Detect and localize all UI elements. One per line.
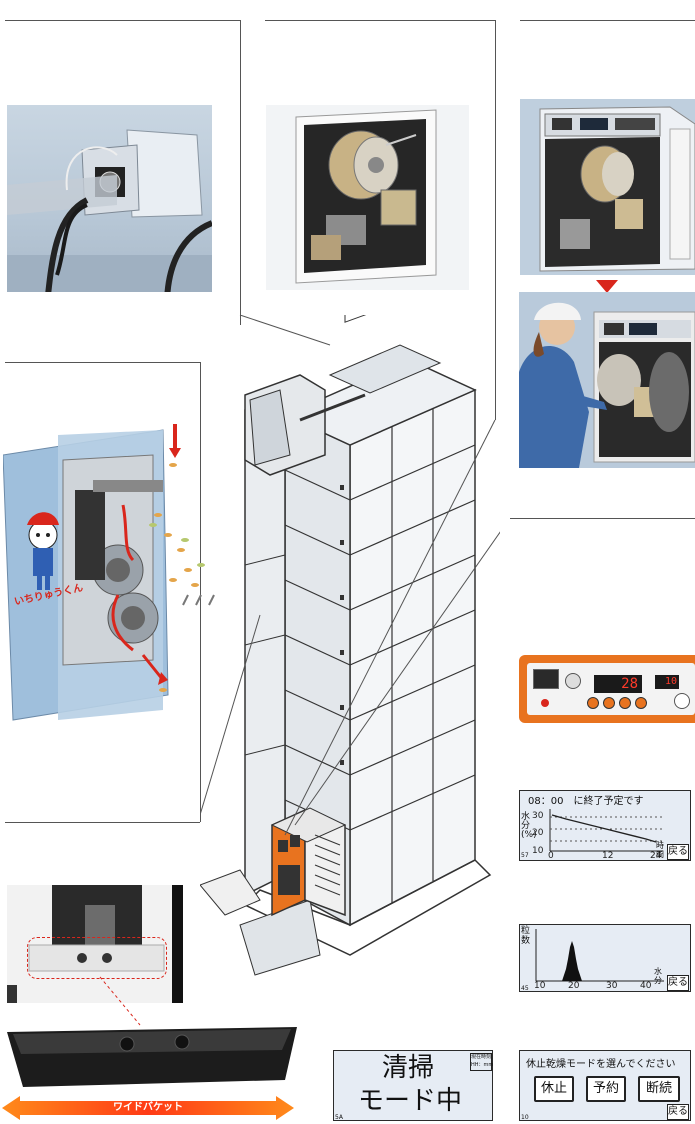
callout-line-top-mid-vert (495, 20, 496, 420)
finish-xtick: 24 (650, 851, 662, 861)
lcd-pause-mode: 休止乾燥モードを選んでください 休止 予約 断続 戻る 10 (519, 1050, 691, 1121)
photo-burner-unit (266, 105, 469, 290)
finish-xtick: 0 (548, 851, 554, 861)
photo-sensor-unit (7, 105, 212, 292)
photo-operator-service (519, 292, 695, 468)
photo-moisture-sensor (7, 885, 183, 1003)
hist-ylabel: 粒数 (521, 926, 531, 946)
panel-digit-display: 28 (594, 675, 642, 693)
hist-back-button[interactable]: 戻る (667, 975, 689, 991)
panel-button-1[interactable] (587, 697, 599, 709)
cleaning-line1: 清掃 (382, 1053, 435, 1083)
elevator-cutaway-illustration: いちりゅうくん (3, 424, 215, 721)
finish-back-button[interactable]: 戻る (667, 844, 689, 860)
clock-label: 現在時刻 (471, 1054, 492, 1060)
operator-illustration (519, 302, 695, 468)
hist-xtick: 10 (534, 981, 546, 991)
callout-line-top-left (5, 20, 240, 21)
dashed-pointer (99, 976, 141, 1026)
wide-bucket-illustration (7, 1027, 297, 1087)
callout-line-left-mid (5, 362, 200, 363)
hist-xtick: 20 (568, 981, 580, 991)
finish-xunit: 時間 (656, 841, 664, 859)
pause-corner-code: 10 (521, 1114, 529, 1121)
wide-bucket-banner: ワイドバケット (2, 1096, 294, 1120)
pause-back-button[interactable]: 戻る (667, 1104, 689, 1120)
finish-xtick: 12 (602, 851, 614, 861)
panel-small-digits: 10 (664, 676, 677, 687)
sensor-highlight-ring (27, 937, 167, 979)
pause-option-intermittent[interactable]: 断続 (638, 1076, 680, 1102)
cleaning-line2: モード中 (358, 1086, 463, 1116)
hist-xunit: 水分 (654, 967, 662, 985)
panel-button-3[interactable] (619, 697, 631, 709)
hist-xtick: 30 (606, 981, 618, 991)
finish-message: 08：00 に終了予定です (528, 796, 644, 807)
wide-bucket-label: ワイドバケット (113, 1102, 183, 1113)
finish-moisture-graph (549, 809, 662, 852)
finish-corner-code: 57 (521, 852, 529, 859)
callout-line-left-bottom (5, 822, 200, 823)
finish-ytick: 10 (532, 846, 544, 856)
grain-dryer-illustration (200, 315, 500, 976)
elevator-cutaway: いちりゅうくん (3, 420, 218, 740)
panel-dial[interactable] (674, 693, 690, 709)
panel-button-stop[interactable] (541, 699, 549, 707)
finish-ytick: 20 (532, 828, 544, 838)
panel-small-screen (533, 669, 559, 689)
sensor-unit-illustration (7, 129, 212, 292)
lcd-histogram: 粒数 10 20 30 40 水分 戻る 45 (519, 924, 691, 992)
pause-option-reserve[interactable]: 予約 (586, 1076, 626, 1102)
lcd-finish-time: 08：00 に終了予定です 水分(%) 30 20 10 0 12 24 時間 … (519, 790, 691, 861)
hist-graph (535, 929, 664, 982)
callout-line-top-mid (265, 20, 495, 21)
panel-button-2[interactable] (603, 697, 615, 709)
panel-button-4[interactable] (635, 697, 647, 709)
clock-value: HH：mm (471, 1062, 494, 1068)
finish-ytick: 30 (532, 811, 544, 821)
panel-digits: 28 (621, 676, 638, 692)
pause-prompt: 休止乾燥モードを選んでください (526, 1059, 676, 1070)
photo-control-box (520, 99, 695, 275)
burner-unit-illustration (295, 109, 437, 284)
lcd-cleaning-mode: 清掃 モード中 現在時刻 HH：mm 5A (333, 1050, 493, 1121)
moisture-sensor-illustration (7, 885, 183, 1003)
callout-line-left-mid-vert (200, 362, 201, 822)
finish-ylabel: 水分(%) (521, 812, 537, 840)
double-arrow-icon (2, 1096, 294, 1120)
hist-xtick: 40 (640, 981, 652, 991)
pause-option-rest[interactable]: 休止 (534, 1076, 574, 1102)
callout-line-top-right (520, 20, 695, 21)
clock-box: 現在時刻 HH：mm (470, 1053, 494, 1071)
panel-knob-1[interactable] (565, 673, 581, 689)
hist-corner-code: 45 (521, 985, 529, 992)
callout-line-top-left-vert (240, 20, 241, 325)
control-panel-closeup: 28 10 (519, 655, 695, 723)
cleaning-corner-code: 5A (335, 1114, 343, 1121)
arrow-down-icon (596, 280, 618, 293)
control-box-illustration (539, 106, 695, 272)
panel-small-digit-display: 10 (655, 675, 679, 689)
callout-line-right-mid (510, 518, 695, 519)
